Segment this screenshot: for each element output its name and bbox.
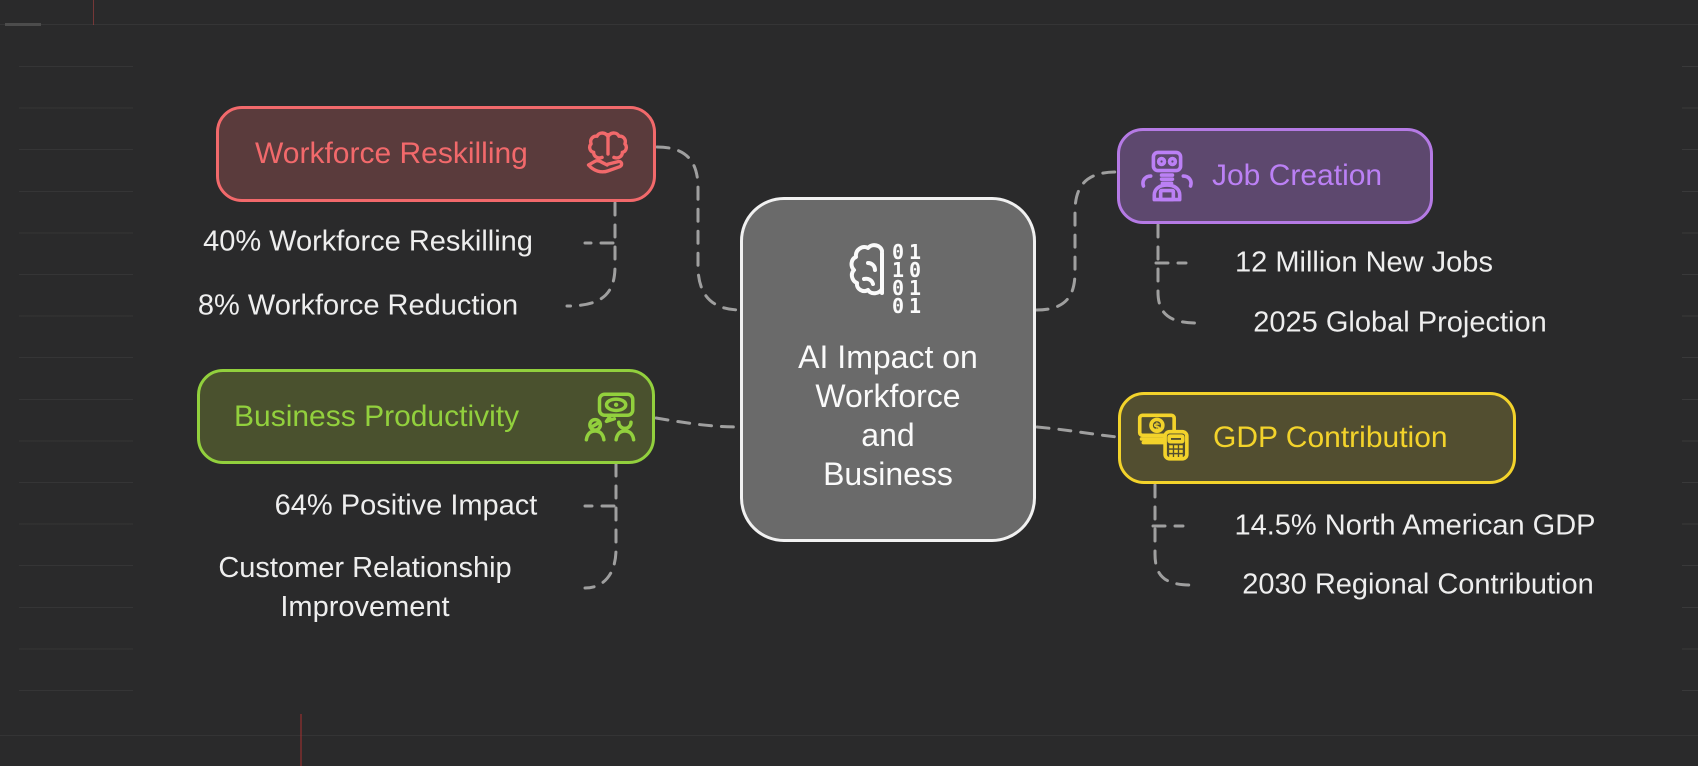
edge-workforce-reskilling-to-center xyxy=(655,145,743,312)
child-label-workforce-reskilling-1: 40% Workforce Reskilling xyxy=(203,225,533,258)
svg-text:$: $ xyxy=(1153,420,1161,433)
node-job-creation: Job Creation xyxy=(1117,128,1433,224)
edge-business-productivity-children xyxy=(583,462,618,590)
child-label-workforce-reskilling-2: 8% Workforce Reduction xyxy=(197,289,519,322)
binary-row: 01 xyxy=(892,240,926,264)
robot-icon xyxy=(1138,147,1196,205)
node-center-topic: 01 10 01 01 AI Impact on Workforce and B… xyxy=(740,197,1036,542)
child-label-job-creation-1: 12 Million New Jobs xyxy=(1235,246,1493,279)
edge-center-to-gdp-contribution xyxy=(1035,425,1119,439)
center-title-line: AI Impact on xyxy=(798,339,978,375)
edge-gdp-contribution-children xyxy=(1153,483,1193,587)
center-title-line: and xyxy=(861,417,915,453)
branch-label-workforce-reskilling: Workforce Reskilling xyxy=(255,137,528,170)
center-title-line: Workforce xyxy=(815,378,961,414)
edge-job-creation-children xyxy=(1156,223,1199,325)
center-title-line: Business xyxy=(823,456,953,492)
node-business-productivity: Business Productivity xyxy=(197,369,655,464)
center-topic-title: AI Impact on Workforce and Business xyxy=(798,338,978,494)
binary-row: 01 xyxy=(892,276,926,300)
child-label-gdp-contribution-2: 2030 Regional Contribution xyxy=(1242,568,1594,601)
node-workforce-reskilling: Workforce Reskilling xyxy=(216,106,656,202)
money-calculator-icon: $ xyxy=(1137,409,1195,467)
child-label-gdp-contribution-1: 14.5% North American GDP xyxy=(1234,509,1596,542)
child-label-business-productivity-2: Customer Relationship Improvement xyxy=(218,552,512,623)
binary-row: 10 xyxy=(892,258,926,282)
branch-label-job-creation: Job Creation xyxy=(1212,159,1383,192)
child-label-business-productivity-1: 64% Positive Impact xyxy=(274,489,538,522)
edge-workforce-reskilling-children xyxy=(565,201,617,308)
presentation-audience-icon xyxy=(582,389,638,445)
branch-label-gdp-contribution: GDP Contribution xyxy=(1213,421,1448,454)
node-gdp-contribution: $ GDP Contribution xyxy=(1118,392,1516,484)
brain-hand-icon xyxy=(581,127,635,181)
edge-center-to-job-creation xyxy=(1034,170,1118,312)
child-label-job-creation-2: 2025 Global Projection xyxy=(1253,306,1547,339)
edge-business-productivity-to-center xyxy=(654,416,743,429)
branch-label-business-productivity: Business Productivity xyxy=(234,399,520,433)
binary-row: 01 xyxy=(892,294,926,318)
brain-binary-icon: 01 10 01 01 xyxy=(838,233,938,330)
